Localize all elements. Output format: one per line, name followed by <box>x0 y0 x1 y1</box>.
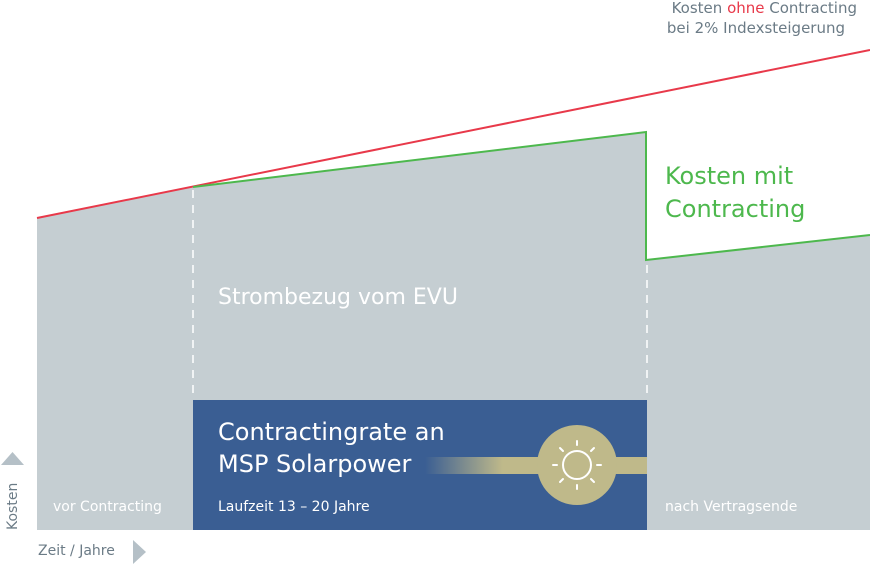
duration-label: Laufzeit 13 – 20 Jahre <box>218 499 370 515</box>
contract-rate-label-2: MSP Solarpower <box>218 450 412 478</box>
sun-icon <box>537 425 617 505</box>
legend-line2: bei 2% Indexsteigerung <box>667 19 845 37</box>
contract-rate-label-1: Contractingrate an <box>218 418 445 446</box>
arrow-up-icon <box>1 452 24 465</box>
after-label: nach Vertragsende <box>665 499 797 515</box>
red-cost-line <box>36 49 870 219</box>
before-label: vor Contracting <box>53 499 162 515</box>
x-axis-label: Zeit / Jahre <box>38 543 115 559</box>
green-cost-line <box>192 130 870 262</box>
grid-purchase-label: Strombezug vom EVU <box>218 285 458 310</box>
y-axis-label: Kosten <box>5 483 21 530</box>
legend-line1: Kosten ohne Contracting <box>672 0 857 17</box>
arrow-right-icon <box>133 540 146 564</box>
with-contracting-label-1: Kosten mit <box>665 162 793 190</box>
with-contracting-label-2: Contracting <box>665 195 805 223</box>
